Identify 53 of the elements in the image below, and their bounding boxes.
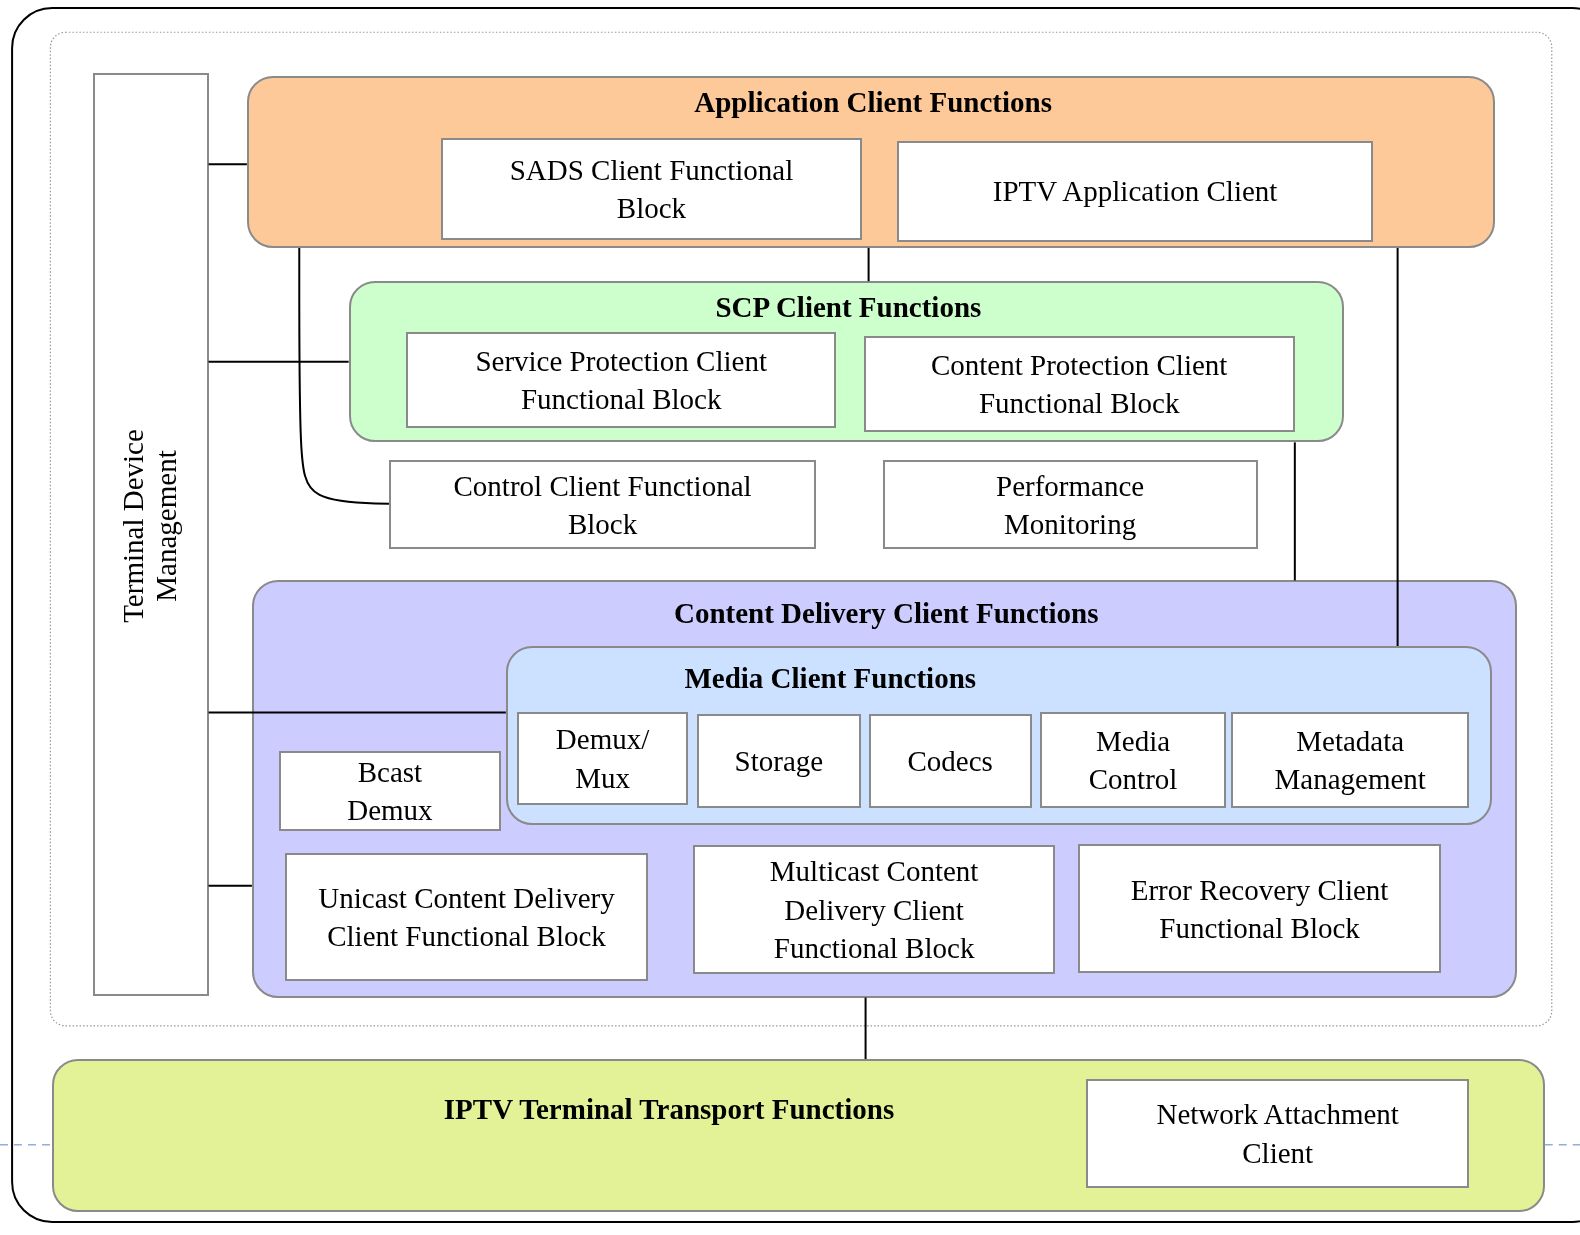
function-block-box — [279, 750, 501, 832]
function-block-box — [693, 845, 1055, 975]
bar-label: Terminal Device Management — [116, 428, 183, 625]
function-block-box — [441, 138, 862, 240]
function-group-panel — [348, 281, 1345, 443]
block-label: Storage — [733, 744, 825, 780]
block-label: Multicast Content Delivery Client Functional Block — [768, 854, 980, 966]
function-group-panel — [505, 645, 1493, 826]
block-label: SADS Client Functional Block — [508, 152, 795, 226]
function-block-box — [388, 460, 817, 550]
block-label: Unicast Content Delivery Client Functional Block — [317, 881, 616, 955]
block-label: Demux/ Mux — [554, 722, 651, 796]
function-block-box — [896, 141, 1374, 242]
function-block-box — [516, 712, 689, 806]
connector-line — [1396, 246, 1399, 647]
function-block-box — [1039, 712, 1227, 809]
management-bar — [92, 72, 209, 996]
group-heading: IPTV Terminal Transport Functions — [442, 1093, 896, 1127]
function-group-panel — [246, 75, 1496, 248]
group-heading: Application Client Functions — [693, 85, 1053, 119]
function-block-box — [882, 460, 1258, 550]
group-heading: Content Delivery Client Functions — [672, 596, 1100, 630]
block-label: Service Protection Client Functional Block — [474, 343, 768, 417]
connector-line — [298, 246, 390, 505]
group-heading: Media Client Functions — [683, 662, 978, 695]
connector-line — [867, 246, 870, 283]
function-block-box — [697, 714, 861, 809]
connector-line — [207, 884, 253, 887]
function-block-box — [1231, 712, 1470, 809]
block-label: Metadata Management — [1273, 724, 1427, 798]
function-block-box — [1086, 1079, 1470, 1188]
block-label: Content Protection Client Functional Block — [929, 347, 1229, 421]
function-block-box — [868, 714, 1032, 809]
connector-line — [1293, 441, 1296, 582]
connector-line — [207, 711, 507, 714]
block-label: Bcast Demux — [346, 754, 434, 828]
function-block-box — [285, 853, 648, 982]
function-block-box — [1078, 844, 1441, 974]
block-label: Media Control — [1087, 724, 1179, 798]
block-label: Control Client Functional Block — [452, 468, 753, 542]
block-label: Network Attachment Client — [1155, 1097, 1400, 1171]
block-label: Codecs — [906, 744, 994, 780]
connector-line — [864, 996, 867, 1061]
connector-line — [207, 360, 350, 363]
block-label: IPTV Application Client — [991, 174, 1279, 210]
function-block-box — [863, 335, 1295, 433]
function-block-box — [406, 331, 837, 429]
function-group-panel — [251, 580, 1517, 998]
group-heading: SCP Client Functions — [714, 291, 983, 325]
connector-line — [207, 163, 248, 166]
block-label: Error Recovery Client Functional Block — [1129, 872, 1390, 946]
function-group-panel — [52, 1059, 1545, 1213]
block-label: Performance Monitoring — [995, 468, 1146, 542]
